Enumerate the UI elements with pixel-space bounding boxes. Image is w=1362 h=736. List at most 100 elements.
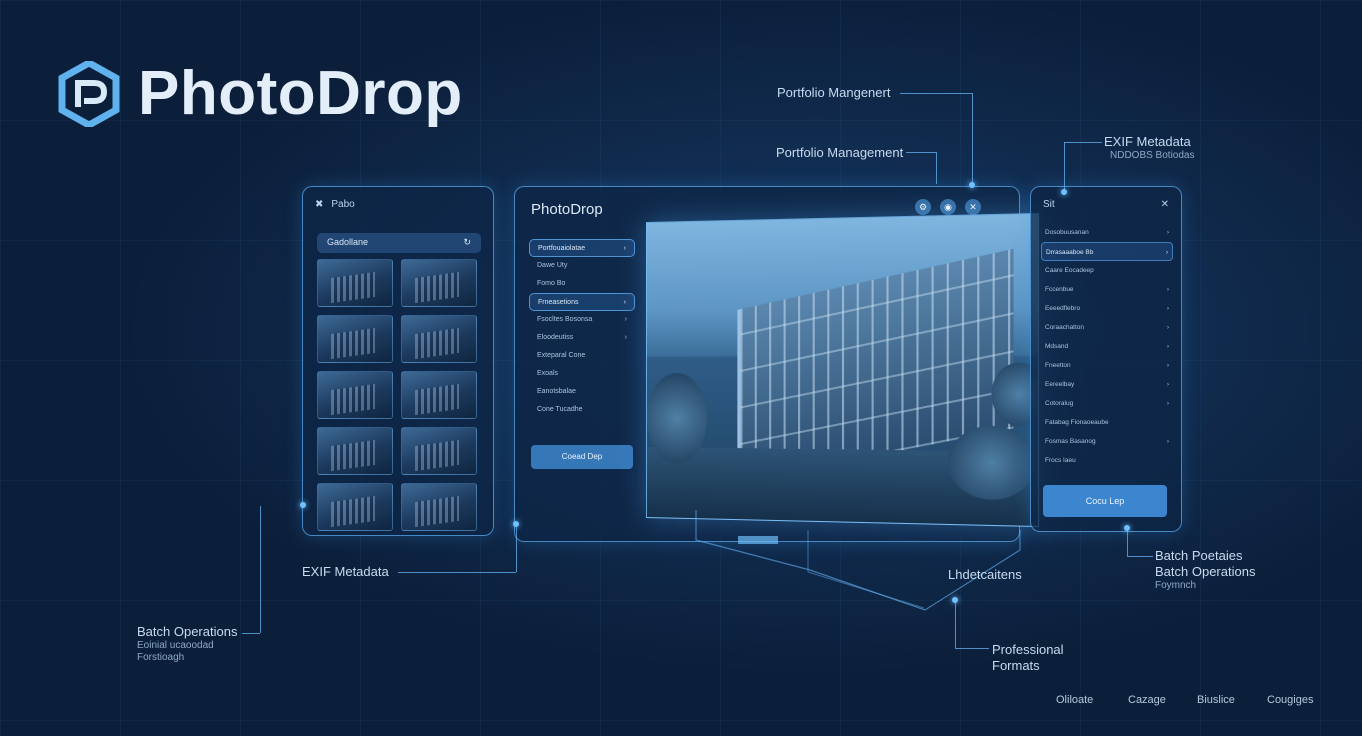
gallery-search-label: Gadollane bbox=[327, 237, 369, 247]
connector-line bbox=[242, 633, 260, 634]
menu-item[interactable]: Exteparal Cone bbox=[529, 347, 635, 365]
photo-tree bbox=[947, 425, 1036, 501]
menu-item-label: Dawe Uty bbox=[537, 262, 568, 269]
metadata-item-label: Frocs Iaeu bbox=[1045, 457, 1076, 464]
menu-item-label: Frneasetions bbox=[538, 299, 579, 306]
metadata-item[interactable]: Dosobuusanan› bbox=[1041, 223, 1173, 242]
metadata-item[interactable]: Cotoralug› bbox=[1041, 394, 1173, 413]
thumbnail[interactable] bbox=[401, 315, 477, 363]
metadata-item-label: Eereelbay bbox=[1045, 381, 1075, 388]
photo-tree bbox=[646, 373, 707, 464]
photo-preview[interactable] bbox=[646, 212, 1040, 528]
metadata-action-button[interactable]: Cocu Lep bbox=[1043, 485, 1167, 517]
metadata-item[interactable]: Fatabag Fionaoeaube bbox=[1041, 413, 1173, 432]
menu-item[interactable]: Fomo Bo bbox=[529, 275, 635, 293]
metadata-item-label: Coraachatton bbox=[1045, 324, 1085, 331]
menu-item[interactable]: Eloodeutiss › bbox=[529, 329, 635, 347]
menu-item[interactable]: Frneasetions › bbox=[529, 293, 635, 311]
menu-item-label: Portfouaiolatae bbox=[538, 245, 586, 252]
connector-line bbox=[900, 93, 972, 94]
metadata-item-label: Fatabag Fionaoeaube bbox=[1045, 419, 1109, 426]
close-icon[interactable]: ✕ bbox=[965, 199, 981, 215]
metadata-item-label: Fneetton bbox=[1045, 362, 1071, 369]
chevron-right-icon: › bbox=[624, 334, 627, 341]
menu-item[interactable]: Dawe Uty bbox=[529, 257, 635, 275]
chevron-right-icon: › bbox=[1166, 362, 1169, 369]
metadata-item[interactable]: Eeeedflebro› bbox=[1041, 299, 1173, 318]
metadata-list: Dosobuusanan›Drrasaaaboe Bb›Caare Eocade… bbox=[1041, 223, 1173, 470]
chevron-right-icon: › bbox=[1166, 286, 1169, 293]
callout-exif-top-sub: NDDOBS Botiodas bbox=[1110, 150, 1195, 161]
callout-lhdetcations: Lhdetcaitens bbox=[948, 567, 1022, 582]
gallery-title: Pabo bbox=[331, 199, 355, 210]
connector-line bbox=[955, 600, 956, 648]
menu-item[interactable]: Exoals bbox=[529, 365, 635, 383]
metadata-item[interactable]: Drrasaaaboe Bb› bbox=[1041, 242, 1173, 261]
metadata-item[interactable]: Coraachatton› bbox=[1041, 318, 1173, 337]
wireframe-platform bbox=[695, 510, 1021, 611]
gallery-search[interactable]: Gadollane ↻ bbox=[317, 233, 481, 253]
metadata-item-label: Fosmas Basanog bbox=[1045, 438, 1096, 445]
footer-link[interactable]: Cazage bbox=[1128, 694, 1166, 706]
callout-exif-left: EXIF Metadata bbox=[302, 564, 389, 579]
tools-icon[interactable]: ✖ bbox=[315, 199, 324, 210]
connector-dot bbox=[952, 597, 958, 603]
connector-dot bbox=[1124, 525, 1130, 531]
connector-line bbox=[1064, 142, 1065, 192]
footer-link[interactable]: Biuslice bbox=[1197, 694, 1235, 706]
connector-line bbox=[1064, 142, 1102, 143]
metadata-item[interactable]: Fccenbue› bbox=[1041, 280, 1173, 299]
connector-line bbox=[972, 93, 973, 185]
main-action-button[interactable]: Coead Dep bbox=[531, 445, 633, 469]
thumbnail[interactable] bbox=[401, 371, 477, 419]
menu-item[interactable]: Portfouaiolatae› bbox=[529, 239, 635, 257]
chat-icon[interactable]: ◉ bbox=[940, 199, 956, 215]
metadata-header: Sit ✕ bbox=[1043, 199, 1169, 210]
thumbnail[interactable] bbox=[317, 427, 393, 475]
connector-line bbox=[936, 152, 937, 184]
callout-exif-top: EXIF Metadata bbox=[1104, 134, 1191, 149]
menu-item[interactable]: Fsocltes Bosonsa› bbox=[529, 311, 635, 329]
photodrop-logo-icon bbox=[58, 60, 120, 127]
thumbnail[interactable] bbox=[401, 427, 477, 475]
connector-line bbox=[1127, 530, 1128, 556]
menu-item-label: Eanotsbalae bbox=[537, 388, 576, 395]
metadata-item[interactable]: Fosmas Basanog › bbox=[1041, 432, 1173, 451]
callout-professional-formats: Professional Formats bbox=[992, 642, 1064, 673]
thumbnail[interactable] bbox=[401, 483, 477, 531]
settings-icon[interactable]: ⚙ bbox=[915, 199, 931, 215]
callout-portfolio-management: Portfolio Management bbox=[776, 145, 904, 160]
gallery-panel: ✖ Pabo Gadollane ↻ bbox=[302, 186, 494, 536]
metadata-item-label: Caare Eocadeep bbox=[1045, 267, 1094, 274]
chevron-right-icon: › bbox=[1166, 438, 1169, 445]
logo-text: PhotoDrop bbox=[138, 59, 463, 128]
logo: PhotoDrop bbox=[58, 58, 463, 129]
menu-item-label: Exteparal Cone bbox=[537, 352, 586, 359]
thumbnail[interactable] bbox=[317, 259, 393, 307]
menu-item-label: Eloodeutiss bbox=[537, 334, 574, 341]
thumbnail[interactable] bbox=[317, 483, 393, 531]
footer-link[interactable]: Cougiges bbox=[1267, 694, 1314, 706]
metadata-item[interactable]: Mdsand› bbox=[1041, 337, 1173, 356]
connector-dot bbox=[300, 502, 306, 508]
metadata-item[interactable]: Fneetton › bbox=[1041, 356, 1173, 375]
thumbnail[interactable] bbox=[317, 315, 393, 363]
close-icon[interactable]: ✕ bbox=[1160, 199, 1169, 210]
metadata-item[interactable]: Caare Eocadeep bbox=[1041, 261, 1173, 280]
menu-item[interactable]: Cone Tucadhe bbox=[529, 401, 635, 419]
metadata-item[interactable]: Frocs Iaeu bbox=[1041, 451, 1173, 470]
connector-line bbox=[955, 648, 989, 649]
chevron-right-icon: › bbox=[623, 299, 626, 306]
menu-item-label: Exoals bbox=[537, 370, 559, 377]
thumbnail[interactable] bbox=[401, 259, 477, 307]
callout-batch-left-sub1: Eoinial ucaoodad bbox=[137, 640, 214, 651]
thumbnail[interactable] bbox=[317, 371, 393, 419]
metadata-item[interactable]: Eereelbay› bbox=[1041, 375, 1173, 394]
refresh-icon[interactable]: ↻ bbox=[463, 237, 471, 247]
metadata-item-label: Drrasaaaboe Bb bbox=[1046, 249, 1094, 256]
footer-link[interactable]: Oliloate bbox=[1056, 694, 1094, 706]
menu-item-label: Cone Tucadhe bbox=[537, 406, 583, 413]
connector-line bbox=[906, 152, 936, 153]
menu-item[interactable]: Eanotsbalae bbox=[529, 383, 635, 401]
connector-line bbox=[398, 572, 516, 573]
